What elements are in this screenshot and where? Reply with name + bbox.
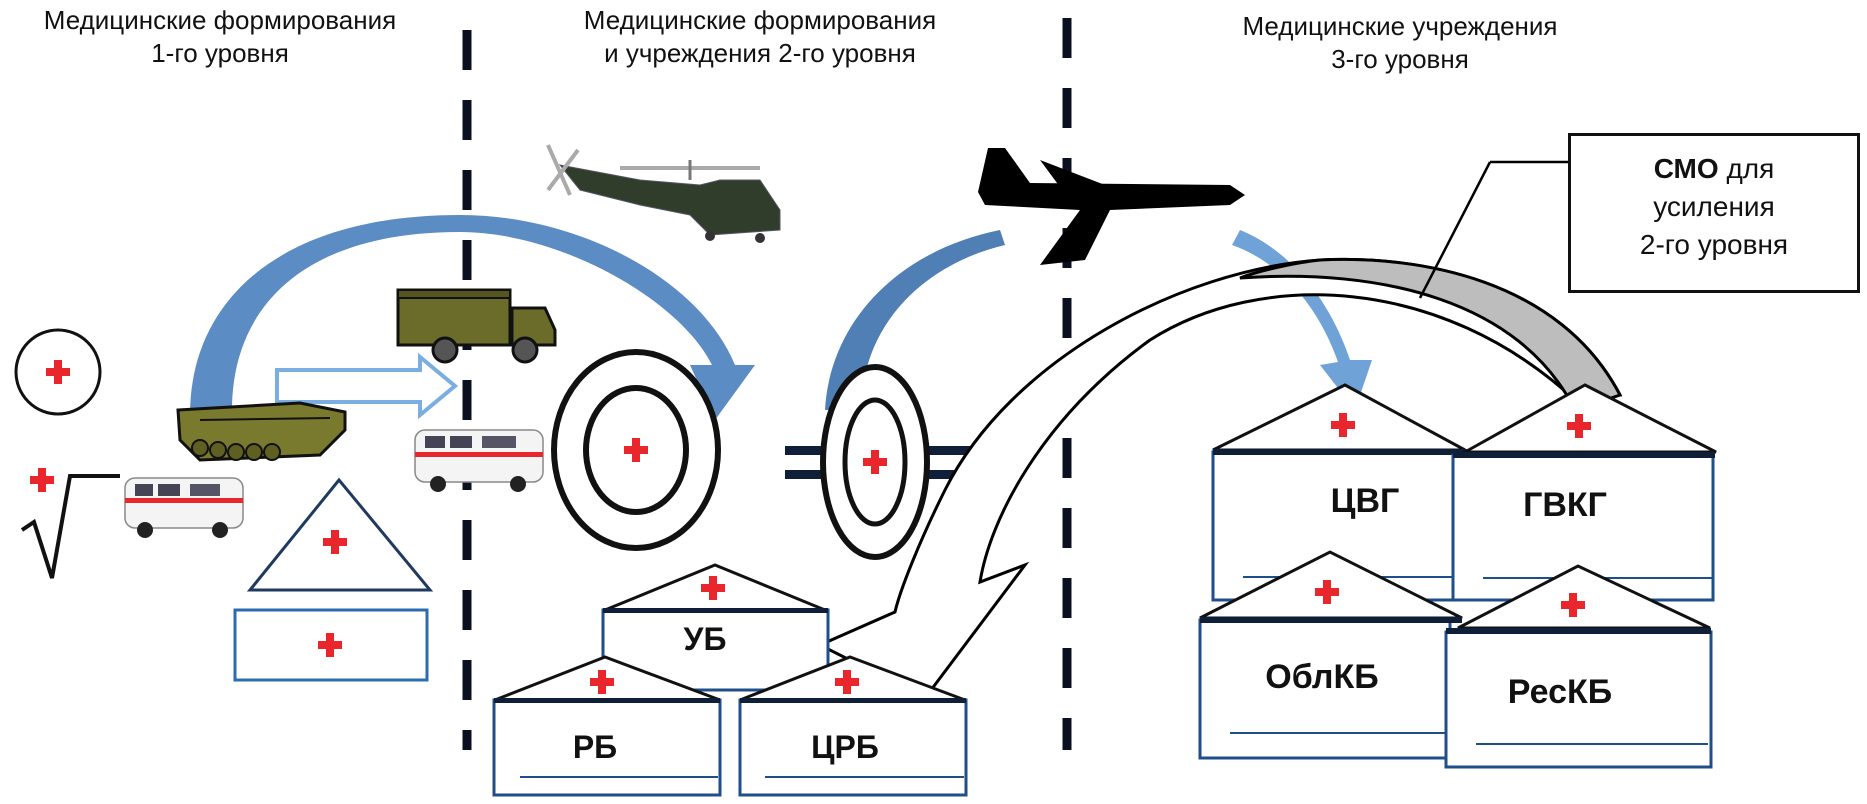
smo-callout-box: СМО для усиления 2-го уровня xyxy=(1568,133,1860,293)
header-level1-line2: 1-го уровня xyxy=(151,38,289,68)
header-level1: Медицинские формирования 1-го уровня xyxy=(0,4,440,70)
ambulance-icon xyxy=(124,477,244,538)
hospital-label-rb: РБ xyxy=(573,729,617,765)
header-level2: Медицинские формирования и учреждения 2-… xyxy=(520,4,1000,70)
hospital-building-reskb: РесКБ xyxy=(1444,564,1713,769)
callout-bold: СМО xyxy=(1653,153,1719,184)
callout-connector xyxy=(1418,161,1492,299)
callout-line2: усиления xyxy=(1653,191,1775,222)
hospital-label-ub: УБ xyxy=(684,621,727,657)
header-level2-line1: Медицинские формирования xyxy=(583,5,937,35)
callout-line3: 2-го уровня xyxy=(1639,229,1789,260)
medical-post-circle-icon xyxy=(14,328,102,416)
hospital-label-gvkg: ГВКГ xyxy=(1523,486,1607,524)
header-level1-line1: Медицинские формирования xyxy=(43,5,397,35)
header-level3: Медицинские учреждения 3-го уровня xyxy=(1200,10,1600,76)
header-level3-line1: Медицинские учреждения xyxy=(1242,11,1558,41)
callout-line1-rest: для xyxy=(1718,153,1775,184)
helicopter-icon xyxy=(546,144,781,243)
evacuation-arrow-1to2 xyxy=(190,215,755,420)
header-level2-line2: и учреждения 2-го уровня xyxy=(604,38,916,68)
armored-vehicle-icon xyxy=(176,401,347,462)
hospital-label-oblkb: ОблКБ xyxy=(1265,658,1378,696)
first-aid-sqrt-icon xyxy=(20,468,120,579)
ambulance-icon xyxy=(414,429,544,492)
oval-medical-icon xyxy=(785,364,975,560)
rectangle-medical-icon xyxy=(233,608,429,682)
callout-line1: СМО для xyxy=(1571,150,1857,188)
triangle-medical-icon xyxy=(246,477,434,592)
hospital-building-rb: РБ xyxy=(492,655,722,797)
hospital-building-oblkb: ОблКБ xyxy=(1198,550,1463,760)
hospital-label-cvg: ЦВГ xyxy=(1331,482,1400,520)
double-circle-medical-icon xyxy=(551,349,721,551)
hospital-label-crb: ЦРБ xyxy=(811,729,879,765)
airplane-icon xyxy=(978,148,1245,265)
hospital-label-reskb: РесКБ xyxy=(1508,673,1612,711)
header-level3-line2: 3-го уровня xyxy=(1331,44,1469,74)
hospital-building-crb: ЦРБ xyxy=(738,655,968,797)
military-truck-icon xyxy=(396,288,557,364)
